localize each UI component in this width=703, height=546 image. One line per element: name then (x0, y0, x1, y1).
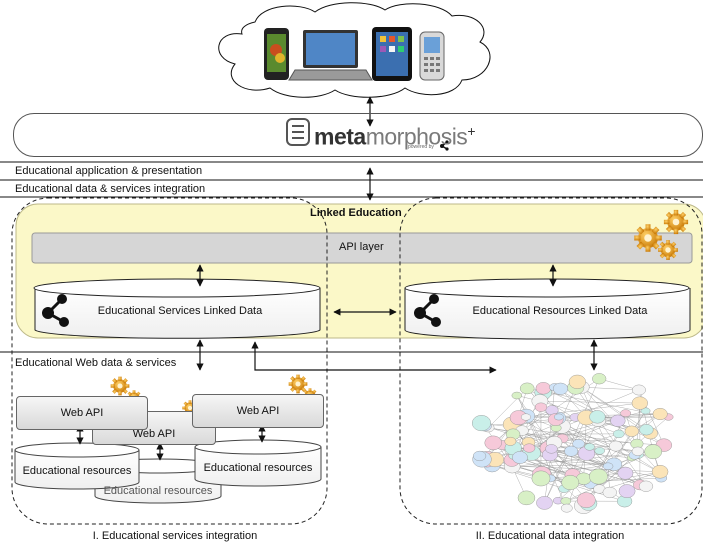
smartphone-icon (264, 28, 289, 80)
linked-data-graph-icon (414, 294, 441, 327)
lod-link (581, 386, 639, 391)
lod-node (632, 384, 646, 396)
lod-node (536, 496, 553, 510)
linked-open-data-cloud-image (472, 373, 674, 514)
api-layer-label: API layer (339, 241, 384, 253)
lod-link (541, 464, 614, 475)
lod-node (624, 425, 639, 437)
lod-link (581, 386, 647, 430)
tablet-icon (372, 27, 412, 81)
lod-node (638, 480, 654, 492)
lod-link (586, 455, 635, 501)
lod-node (613, 429, 625, 439)
lod-node (511, 391, 523, 400)
lod-node (560, 497, 572, 505)
lod-node (589, 468, 608, 485)
band-label-integration: Educational data & services integration (15, 183, 206, 195)
lod-node (584, 443, 595, 451)
educational-resources-label: Educational resources (103, 485, 213, 497)
educational-resources-label: Educational resources (203, 462, 313, 474)
lod-node (512, 451, 528, 464)
lod-link (512, 464, 614, 467)
services-integration-group (11, 197, 328, 525)
lod-node (504, 436, 517, 446)
metamorphosis-logo-icon (286, 118, 310, 146)
educational-resources-label: Educational resources (22, 465, 132, 477)
lod-link (521, 430, 609, 467)
lod-link (539, 400, 640, 404)
linked-data-graph-icon (42, 294, 69, 327)
lod-node (631, 396, 648, 410)
lod-node (594, 447, 605, 455)
caption-data-integration: II. Educational data integration (475, 530, 625, 542)
lod-node (531, 470, 551, 487)
lod-node (520, 413, 531, 421)
lod-node (631, 446, 644, 456)
lod-node (608, 440, 623, 452)
lod-link (636, 403, 641, 444)
lod-node (561, 475, 580, 490)
lod-node (535, 382, 551, 395)
lod-node (519, 382, 535, 395)
lod-node (523, 443, 536, 453)
lod-node (534, 402, 548, 412)
lod-node (484, 435, 502, 451)
lod-link (561, 426, 639, 456)
lod-link (599, 457, 633, 490)
lod-link (492, 465, 565, 489)
band-label-web-data: Educational Web data & services (15, 357, 177, 369)
lod-node (620, 409, 631, 418)
brand-meta: meta (314, 123, 366, 150)
brand-tagline: powered by (408, 144, 434, 150)
web-api-box: Web API (16, 396, 148, 430)
lod-node (572, 439, 585, 449)
educational-resources-cylinder (194, 439, 322, 487)
lod-node (644, 444, 662, 460)
lod-node (553, 413, 564, 421)
band-label-presentation: Educational application & presentation (15, 165, 203, 177)
lod-node (651, 465, 669, 479)
metamorphosis-plus-graph-icon (440, 140, 449, 151)
services-linked-data-label: Educational Services Linked Data (97, 305, 263, 317)
metamorphosis-logo-text: metamorphosis+ (314, 118, 475, 150)
lod-link (544, 378, 600, 503)
laptop-icon (288, 30, 373, 81)
lod-node (618, 484, 636, 498)
lod-node (564, 445, 579, 457)
lod-link (513, 387, 555, 456)
lod-node (473, 450, 487, 462)
web-api-box: Web API (192, 394, 324, 428)
lod-node (617, 466, 634, 480)
brand-plus: + (467, 123, 475, 139)
lod-node (652, 408, 668, 420)
brand-morphosis: morphosis (365, 123, 468, 150)
resources-linked-data-label: Educational Resources Linked Data (472, 305, 648, 317)
lod-node (589, 410, 606, 424)
lod-node (472, 415, 491, 432)
lod-node (602, 486, 617, 499)
api-layer-bar (31, 232, 693, 264)
linked-education-title: Linked Education (310, 207, 402, 219)
lod-link (518, 402, 640, 418)
lod-node (576, 492, 596, 508)
lod-node (639, 424, 654, 436)
lod-node (517, 490, 536, 506)
lod-link (526, 415, 567, 509)
mobile-phone-icon (419, 31, 445, 81)
lod-node (560, 503, 573, 513)
lod-node (568, 374, 586, 389)
lod-node (602, 462, 614, 470)
caption-services-integration: I. Educational services integration (92, 530, 258, 542)
lod-node (610, 414, 626, 427)
lod-node (552, 382, 569, 395)
resources-linked-data-cylinder (404, 278, 691, 340)
lod-node (592, 373, 607, 385)
lod-node (545, 444, 558, 454)
lod-link (575, 387, 647, 487)
services-linked-data-cylinder (33, 278, 321, 339)
